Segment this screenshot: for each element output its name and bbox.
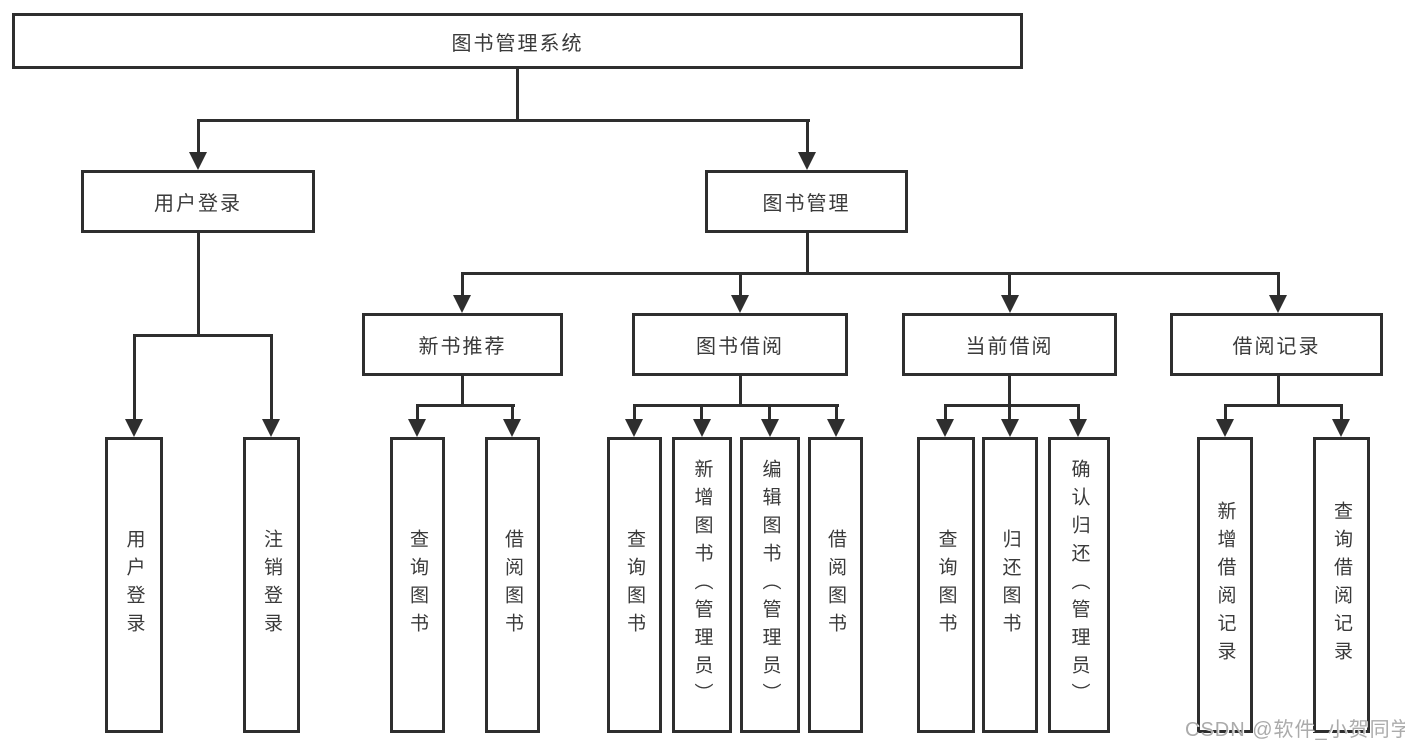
arrow-down-icon (693, 419, 711, 437)
leaf-label: 新增图书（管理员） (691, 459, 713, 711)
arrow-down-icon (827, 419, 845, 437)
connector-book-mgmt-stem (806, 231, 809, 274)
leaf-label: 编辑图书（管理员） (759, 459, 781, 711)
connector-stem (700, 404, 703, 422)
arrow-down-icon (1332, 419, 1350, 437)
connector-group-rail (133, 334, 273, 337)
leaf-borrow-books-recommend: 借阅图书 (485, 437, 540, 733)
leaf-user-login: 用户登录 (105, 437, 163, 733)
connector-group-rail (944, 404, 1080, 407)
arrow-down-icon (1216, 419, 1234, 437)
node-root: 图书管理系统 (12, 13, 1023, 69)
leaf-query-borrow-record: 查询借阅记录 (1313, 437, 1370, 733)
arrow-down-icon (761, 419, 779, 437)
arrow-down-icon (262, 419, 280, 437)
arrow-down-icon (798, 152, 816, 170)
arrow-down-icon (625, 419, 643, 437)
node-book-management: 图书管理 (705, 170, 908, 233)
node-book-management-label: 图书管理 (762, 193, 851, 215)
arrow-down-icon (125, 419, 143, 437)
leaf-add-books-admin: 新增图书（管理员） (672, 437, 732, 733)
arrow-down-icon (1001, 295, 1019, 313)
arrow-down-icon (731, 295, 749, 313)
arrow-down-icon (1001, 419, 1019, 437)
connector-stem (835, 404, 838, 422)
leaf-label: 查询借阅记录 (1331, 501, 1352, 669)
node-book-borrow: 图书借阅 (632, 313, 848, 376)
connector-stem (1008, 374, 1011, 406)
connector-stem (461, 374, 464, 406)
connector-stem (511, 404, 514, 422)
connector-stem (739, 272, 742, 297)
node-book-borrow-label: 图书借阅 (696, 336, 784, 358)
leaf-logout: 注销登录 (243, 437, 300, 733)
leaf-label: 归还图书 (999, 529, 1021, 641)
leaf-return-books: 归还图书 (982, 437, 1038, 733)
connector-stem (1077, 404, 1080, 422)
leaf-label: 注销登录 (261, 529, 282, 641)
connector-stem (270, 334, 273, 422)
node-new-book-recommend-label: 新书推荐 (418, 336, 507, 358)
connector-stem (1008, 272, 1011, 297)
connector-stem (1340, 404, 1343, 422)
connector-level3-rail (461, 272, 1280, 275)
leaf-label: 查询图书 (935, 529, 957, 641)
arrow-down-icon (503, 419, 521, 437)
arrow-down-icon (1269, 295, 1287, 313)
arrow-down-icon (453, 295, 471, 313)
leaf-confirm-return-admin: 确认归还（管理员） (1048, 437, 1110, 733)
leaf-query-books-recommend: 查询图书 (390, 437, 445, 733)
connector-user-login-stem (197, 231, 200, 336)
node-user-login-label: 用户登录 (154, 193, 242, 215)
connector-stem (461, 272, 464, 297)
connector-level2-rail (197, 119, 810, 122)
leaf-label: 确认归还（管理员） (1068, 459, 1090, 711)
arrow-down-icon (189, 152, 207, 170)
node-borrow-records-label: 借阅记录 (1232, 336, 1321, 358)
leaf-label: 查询图书 (624, 529, 645, 641)
node-current-borrow-label: 当前借阅 (965, 336, 1054, 358)
node-borrow-records: 借阅记录 (1170, 313, 1383, 376)
connector-stem (768, 404, 771, 422)
arrow-down-icon (936, 419, 954, 437)
node-new-book-recommend: 新书推荐 (362, 313, 563, 376)
leaf-query-books-current: 查询图书 (917, 437, 975, 733)
connector-root-stem (516, 68, 519, 121)
connector-stem (1277, 272, 1280, 297)
watermark: CSDN @软件_小贺同学 (1185, 719, 1405, 741)
leaf-label: 用户登录 (123, 529, 145, 641)
node-current-borrow: 当前借阅 (902, 313, 1117, 376)
connector-stem (133, 334, 136, 422)
leaf-borrow-books: 借阅图书 (808, 437, 863, 733)
connector-stem (633, 404, 636, 422)
connector-stem (806, 119, 809, 155)
arrow-down-icon (408, 419, 426, 437)
leaf-add-borrow-record: 新增借阅记录 (1197, 437, 1253, 733)
connector-stem (1277, 374, 1280, 406)
connector-stem (739, 374, 742, 406)
leaf-query-books-borrow: 查询图书 (607, 437, 662, 733)
leaf-label: 查询图书 (407, 529, 428, 641)
connector-group-rail (633, 404, 839, 407)
connector-stem (944, 404, 947, 422)
leaf-label: 借阅图书 (825, 529, 846, 641)
leaf-label: 借阅图书 (502, 529, 523, 641)
connector-group-rail (1224, 404, 1343, 407)
connector-stem (197, 119, 200, 155)
node-root-label: 图书管理系统 (451, 32, 584, 55)
connector-group-rail (416, 404, 515, 407)
leaf-edit-books-admin: 编辑图书（管理员） (740, 437, 800, 733)
connector-stem (416, 404, 419, 422)
node-user-login: 用户登录 (81, 170, 315, 233)
arrow-down-icon (1069, 419, 1087, 437)
leaf-label: 新增借阅记录 (1214, 501, 1236, 669)
connector-stem (1008, 404, 1011, 422)
connector-stem (1224, 404, 1227, 422)
